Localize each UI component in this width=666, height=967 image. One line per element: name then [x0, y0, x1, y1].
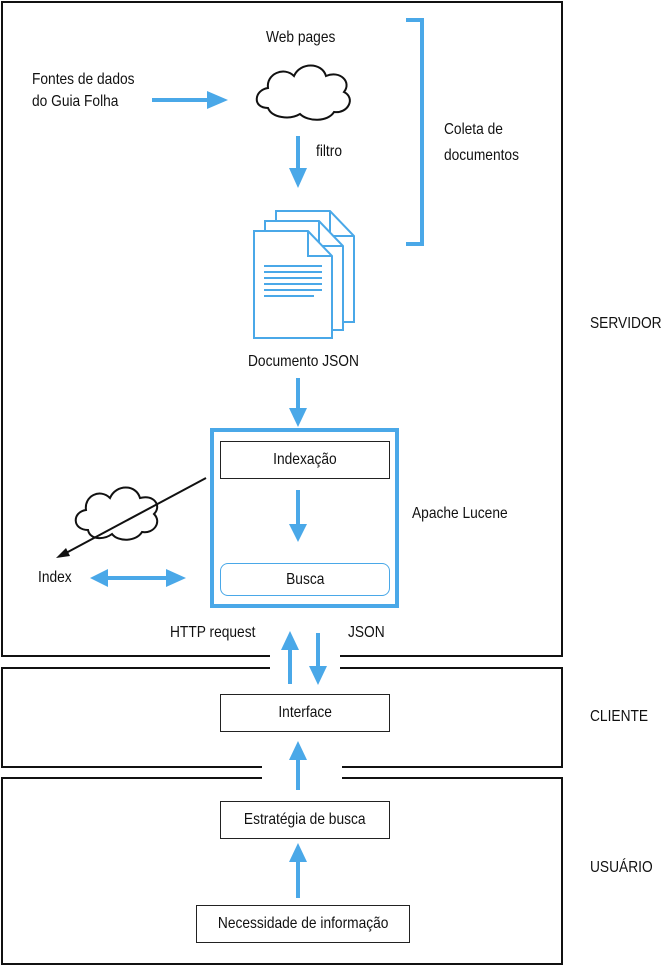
- user-section-label: USUÁRIO: [590, 859, 653, 876]
- need-box: Necessidade de informação: [196, 905, 410, 943]
- http-request-label: HTTP request: [170, 624, 256, 641]
- lucene-index-arrow-head: [56, 548, 70, 558]
- sources-arrow-head: [207, 91, 228, 109]
- search-label: Busca: [285, 570, 325, 588]
- collection-label-line1: Coleta de: [444, 121, 503, 138]
- json-response-arrow-head: [309, 666, 327, 685]
- index-busca-arrow-left: [90, 569, 108, 587]
- server-frame: [1, 1, 563, 657]
- index-label: Index: [38, 569, 72, 586]
- document-stack-icon: [253, 210, 355, 339]
- interface-server-arrow-head: [289, 741, 307, 760]
- apache-lucene-label: Apache Lucene: [412, 505, 508, 522]
- lucene-box: [210, 428, 399, 608]
- index-busca-arrow-right: [166, 569, 186, 587]
- need-strategy-arrow-head: [289, 843, 307, 862]
- interface-label: Interface: [278, 704, 332, 721]
- search-box: Busca: [220, 563, 390, 596]
- interface-box: Interface: [220, 694, 390, 732]
- document-json-label: Documento JSON: [248, 353, 359, 370]
- client-frame: [1, 667, 563, 768]
- sources-label-line2: do Guia Folha: [32, 93, 119, 110]
- strategy-label: Estratégia de busca: [244, 811, 366, 828]
- user-frame: [1, 777, 563, 965]
- indexing-label: Indexação: [273, 451, 337, 468]
- web-pages-label: Web pages: [266, 29, 336, 46]
- sources-label-line1: Fontes de dados: [32, 71, 135, 88]
- document-arrow-head: [289, 408, 307, 427]
- index-cloud-icon: [74, 486, 159, 541]
- index-search-arrow-head: [289, 524, 307, 542]
- lucene-index-line: [65, 477, 207, 554]
- server-section-label: SERVIDOR: [590, 315, 662, 332]
- collection-bracket: [406, 18, 424, 246]
- filter-arrow-head: [289, 168, 307, 188]
- http-request-arrow-head: [281, 631, 299, 650]
- strategy-box: Estratégia de busca: [220, 801, 390, 839]
- web-cloud-icon: [255, 64, 351, 121]
- filter-label: filtro: [316, 143, 343, 160]
- client-section-label: CLIENTE: [590, 708, 649, 725]
- need-label: Necessidade de informação: [217, 915, 389, 932]
- collection-label-line2: documentos: [444, 147, 519, 164]
- json-response-label: JSON: [348, 624, 385, 641]
- indexing-box: Indexação: [220, 441, 390, 479]
